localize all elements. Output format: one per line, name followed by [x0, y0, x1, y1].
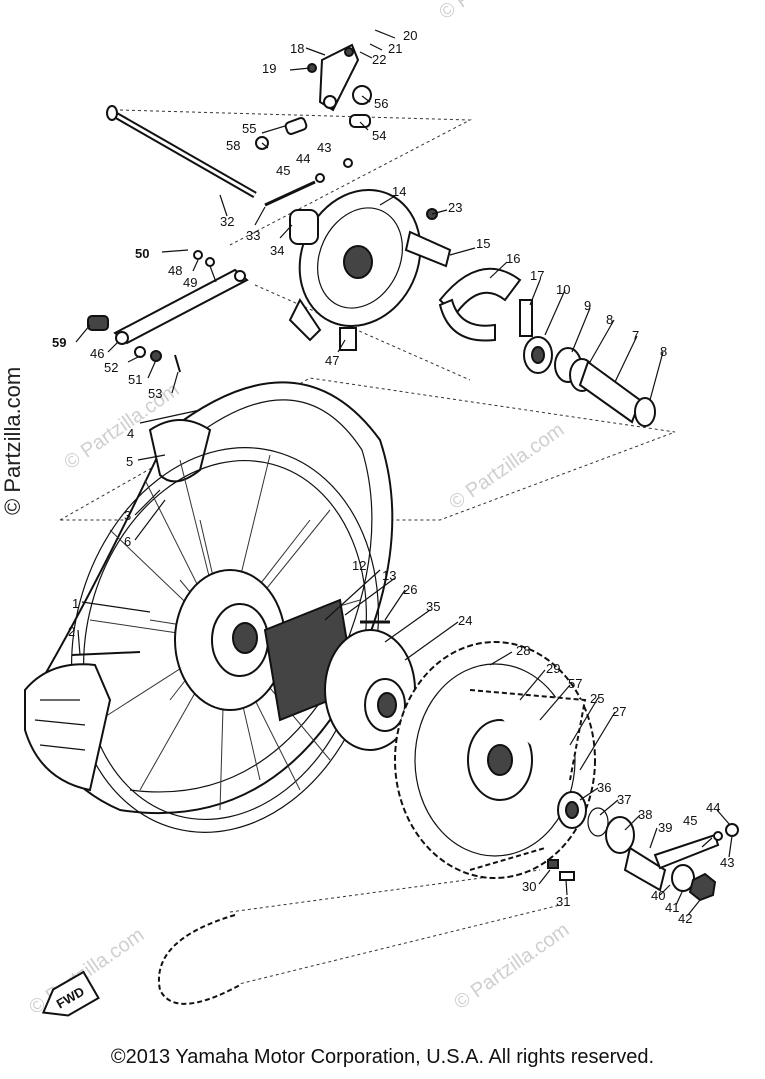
callout-32: 32: [220, 214, 234, 229]
hub-damper: [263, 598, 416, 751]
callout-50: 50: [135, 246, 149, 261]
callout-54: 54: [372, 128, 386, 143]
callout-19: 19: [262, 61, 276, 76]
callout-37: 37: [617, 792, 631, 807]
callout-16: 16: [506, 251, 520, 266]
callout-46: 46: [90, 346, 104, 361]
callout-56: 56: [374, 96, 388, 111]
callout-30: 30: [522, 879, 536, 894]
callout-35: 35: [426, 599, 440, 614]
callout-21: 21: [388, 41, 402, 56]
callout-3: 3: [124, 508, 131, 523]
callout-7: 7: [632, 328, 639, 343]
rear-axle-rod: [106, 105, 257, 199]
drive-chain: [157, 689, 587, 1005]
callout-48: 48: [168, 263, 182, 278]
tension-rod: [113, 268, 249, 345]
callout-9: 9: [584, 298, 591, 313]
callout-58: 58: [226, 138, 240, 153]
callout-13: 13: [382, 568, 396, 583]
copyright-notice: ©2013 Yamaha Motor Corporation, U.S.A. A…: [110, 1046, 655, 1068]
callout-25: 25: [590, 691, 604, 706]
callout-49: 49: [183, 275, 197, 290]
callout-28: 28: [516, 643, 530, 658]
callout-43a: 43: [317, 140, 331, 155]
callout-24: 24: [458, 613, 472, 628]
callout-27: 27: [612, 704, 626, 719]
callout-59: 59: [52, 335, 66, 350]
callout-43b: 43: [720, 855, 734, 870]
callout-17: 17: [530, 268, 544, 283]
callout-18: 18: [290, 41, 304, 56]
callout-1: 1: [72, 596, 79, 611]
callout-5: 5: [126, 454, 133, 469]
callout-44b: 44: [706, 800, 720, 815]
callout-57: 57: [568, 676, 582, 691]
rear-wheel-parts-diagram: © Partzilla.com © Partzilla.com © Partzi…: [0, 0, 739, 1019]
tire-cutaway: [24, 663, 112, 792]
callout-14: 14: [392, 184, 406, 199]
callout-8b: 8: [660, 344, 667, 359]
brake-arm: [318, 43, 360, 112]
callout-34: 34: [270, 243, 284, 258]
callout-10: 10: [556, 282, 570, 297]
callout-26: 26: [403, 582, 417, 597]
callout-22: 22: [372, 52, 386, 67]
callout-52: 52: [104, 360, 118, 375]
callout-45a: 45: [276, 163, 290, 178]
spoked-wheel: [70, 447, 380, 833]
callout-29: 29: [546, 661, 560, 676]
watermark-mid-right: © Partzilla.com: [445, 419, 568, 514]
callout-45b: 45: [683, 813, 697, 828]
callout-4: 4: [127, 426, 134, 441]
callout-6: 6: [124, 534, 131, 549]
callout-51: 51: [128, 372, 142, 387]
leader-lines: [75, 29, 733, 916]
callout-42: 42: [678, 911, 692, 926]
small-hardware-upper: [87, 63, 533, 373]
callout-15: 15: [476, 236, 490, 251]
callout-8a: 8: [606, 312, 613, 327]
watermark-side: © Partzilla.com: [0, 367, 25, 515]
brake-shoe: [438, 267, 522, 342]
brake-panel: [288, 188, 422, 342]
watermark-top-right: © Partzilla.com: [435, 0, 558, 24]
callout-53: 53: [148, 386, 162, 401]
callout-41: 41: [665, 900, 679, 915]
callout-55: 55: [242, 121, 256, 136]
callout-39: 39: [658, 820, 672, 835]
callout-23: 23: [448, 200, 462, 215]
callout-38: 38: [638, 807, 652, 822]
callout-20: 20: [403, 28, 417, 43]
callout-12: 12: [352, 558, 366, 573]
callouts: 1 2 3 4 5 6 7 8 8 9 10 12 13 14 15 16 17…: [52, 28, 734, 926]
callout-2: 2: [68, 624, 75, 639]
callout-31: 31: [556, 894, 570, 909]
callout-40: 40: [651, 888, 665, 903]
callout-33: 33: [246, 228, 260, 243]
callout-36: 36: [597, 780, 611, 795]
forward-arrow: FWD: [41, 970, 100, 1017]
callout-44a: 44: [296, 151, 310, 166]
bearings-and-spacer: [523, 336, 656, 427]
watermark-low-right: © Partzilla.com: [450, 919, 573, 1014]
valve: [71, 651, 141, 656]
callout-47: 47: [325, 353, 339, 368]
